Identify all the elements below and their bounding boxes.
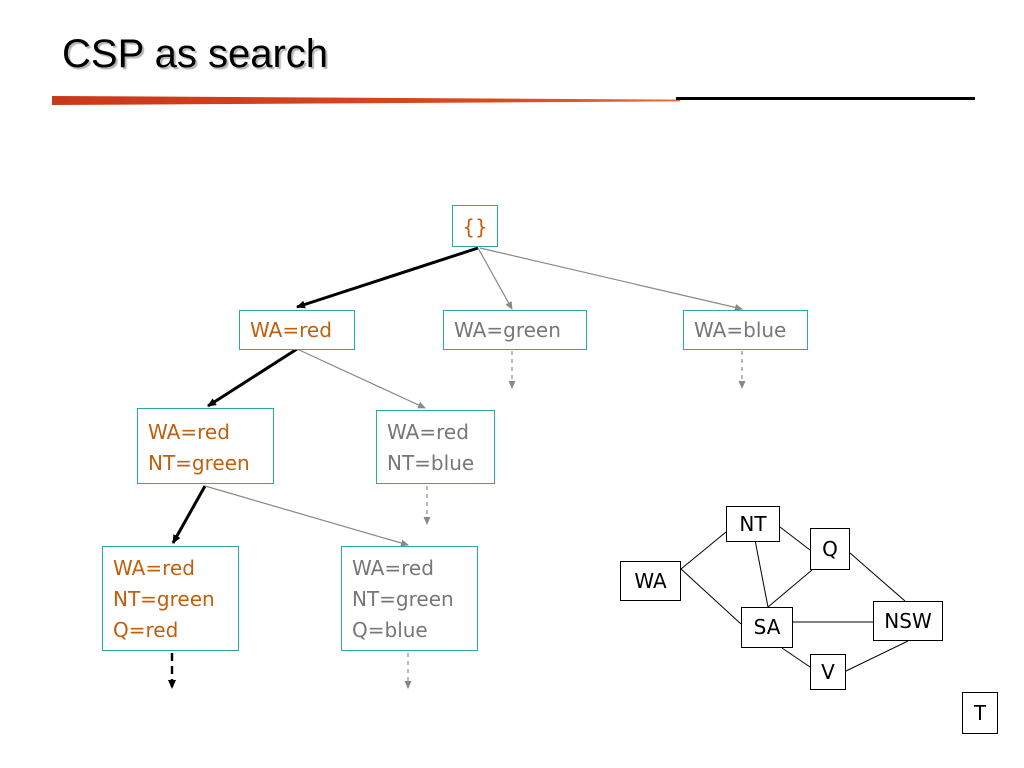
graph-node-sa: SA [741, 607, 793, 648]
tree-node-wa-red-nt-green: WA=red NT=green [137, 408, 274, 484]
graph-node-q: Q [810, 528, 850, 570]
tree-node-text: Q=red [113, 618, 179, 642]
edge-wa-red-nt-blue [296, 348, 426, 409]
graph-edge-wa-nt [680, 531, 727, 570]
tree-node-wa-red: WA=red [239, 310, 355, 350]
graph-node-nt: NT [726, 506, 780, 542]
graph-node-wa: WA [620, 561, 681, 601]
tree-node-text: WA=red [250, 318, 332, 342]
tree-node-root-label: {} [462, 215, 488, 239]
edge-root-wa-blue [479, 247, 743, 311]
graph-node-nsw: NSW [873, 601, 943, 641]
slide-title: CSP as search [62, 32, 329, 76]
graph-edge-q-nsw [849, 552, 906, 602]
tree-node-wa-red-nt-blue: WA=red NT=blue [376, 410, 495, 484]
tree-node-text: NT=green [113, 587, 215, 611]
graph-edge-nt-sa [754, 539, 769, 608]
edge-root-wa-green [477, 247, 513, 310]
tree-node-text: NT=green [352, 587, 454, 611]
graph-edge-nt-q [779, 526, 811, 551]
tree-node-text: NT=green [148, 451, 250, 475]
tree-node-text: WA=green [454, 318, 561, 342]
tree-node-wa-blue: WA=blue [683, 310, 808, 350]
graph-node-t: T [962, 692, 998, 734]
tree-node-text: WA=red [387, 420, 469, 444]
graph-edge-nsw-v [845, 640, 909, 672]
tree-node-wa-green: WA=green [443, 310, 587, 350]
graph-node-v: V [810, 654, 846, 690]
edge-wa-red-nt-green [207, 347, 298, 408]
tree-node-text: WA=red [352, 556, 434, 580]
edge-nt-green-q-red [171, 485, 207, 544]
edge-root-wa-red [296, 246, 479, 309]
tree-node-text: WA=blue [694, 318, 787, 342]
graph-edge-q-sa [767, 569, 813, 608]
graph-edge-wa-sa [680, 568, 742, 625]
title-underline-accent [52, 96, 680, 105]
title-underline-rule [676, 97, 975, 100]
tree-node-text: Q=blue [352, 618, 428, 642]
tree-node-root: {} [452, 205, 498, 247]
tree-node-q-blue: WA=red NT=green Q=blue [341, 546, 478, 651]
tree-node-text: NT=blue [387, 451, 475, 475]
tree-node-text: WA=red [148, 420, 230, 444]
constraint-graph-edges [680, 526, 909, 672]
tree-node-text: WA=red [113, 556, 195, 580]
edge-nt-green-q-blue [204, 485, 409, 547]
graph-edge-sa-v [781, 647, 811, 668]
tree-node-q-red: WA=red NT=green Q=red [102, 546, 239, 651]
